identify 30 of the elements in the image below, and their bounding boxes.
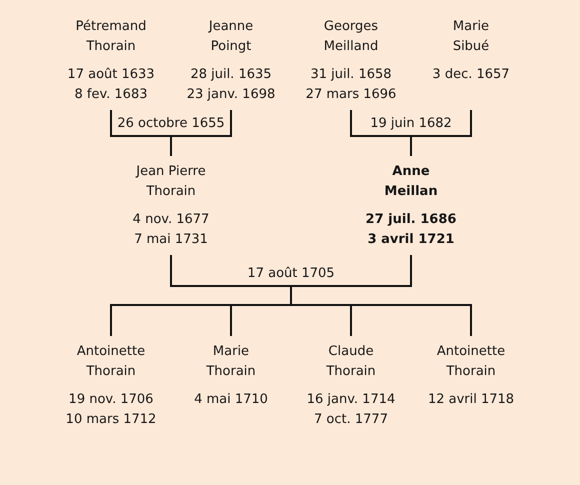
descent-line	[410, 110, 472, 156]
death-date: 23 janv. 1698	[186, 86, 276, 104]
person-name: Antoinette Thorain	[76, 343, 146, 381]
person-name: Claude Thorain	[325, 343, 377, 381]
descent-line	[170, 110, 232, 156]
birth-date: 3 dec. 1657	[432, 66, 510, 84]
birth-date: 4 nov. 1677	[132, 211, 210, 229]
death-date: 8 fev. 1683	[74, 86, 148, 104]
birth-date: 17 août 1633	[67, 66, 155, 84]
birth-date: 19 nov. 1706	[68, 391, 154, 409]
birth-date: 12 avril 1718	[428, 391, 514, 409]
person-name: Georges Meilland	[322, 18, 380, 56]
person-name: Marie Sibué	[452, 18, 490, 56]
birth-date: 28 juil. 1635	[190, 66, 272, 84]
death-date: 7 mai 1731	[134, 231, 208, 249]
birth-date: 31 juil. 1658	[310, 66, 392, 84]
person-name: Anne Meillan	[383, 163, 439, 201]
person-name: Jean Pierre Thorain	[134, 163, 207, 201]
person-name: Pétremand Thorain	[74, 18, 148, 56]
person-name: Marie Thorain	[205, 343, 257, 381]
death-date: 3 avril 1721	[368, 231, 454, 249]
person-name: Jeanne Poingt	[207, 18, 254, 56]
death-date: 7 oct. 1777	[314, 411, 388, 429]
birth-date: 4 mai 1710	[194, 391, 268, 409]
death-date: 10 mars 1712	[66, 411, 156, 429]
death-date: 27 mars 1696	[306, 86, 396, 104]
birth-date: 27 juil. 1686	[366, 211, 456, 229]
birth-date: 16 janv. 1714	[306, 391, 396, 409]
person-name: Antoinette Thorain	[436, 343, 506, 381]
descent-line	[290, 255, 472, 336]
